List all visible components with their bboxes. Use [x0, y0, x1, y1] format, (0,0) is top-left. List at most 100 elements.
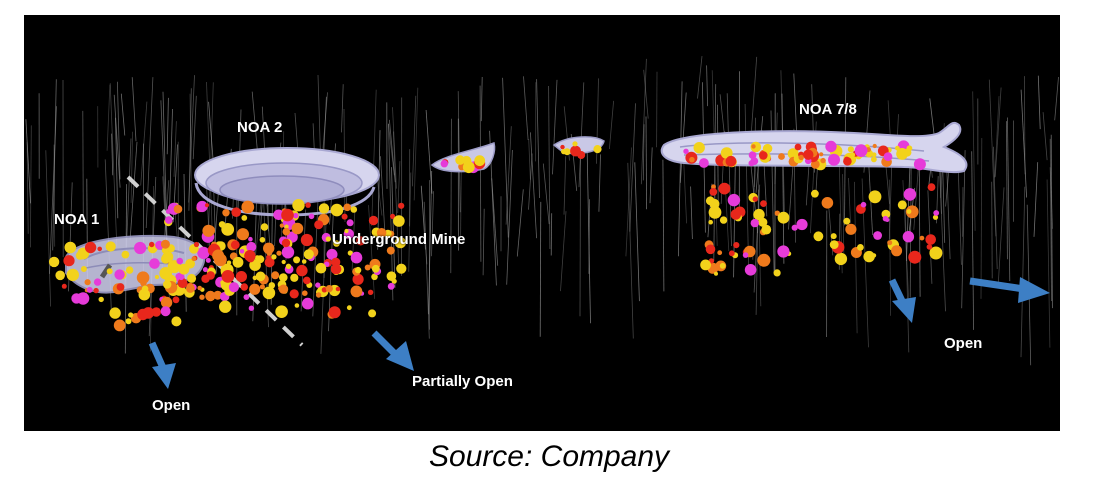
drillhole-trace — [106, 84, 111, 151]
drillhole-trace — [1049, 138, 1052, 302]
intercept-dot — [315, 262, 327, 274]
label-noa2: NOA 2 — [237, 119, 283, 136]
intercept-dot — [843, 217, 851, 225]
intercept-dot — [268, 282, 276, 289]
intercept-dot — [742, 252, 749, 258]
intercept-dot — [811, 189, 819, 198]
intercept-dot — [300, 233, 313, 247]
intercept-dot — [810, 160, 820, 169]
intercept-dot — [315, 282, 321, 288]
intercept-dot — [222, 209, 230, 217]
intercept-dot — [440, 160, 448, 168]
drillhole-trace — [45, 150, 51, 307]
drillhole-trace — [971, 151, 974, 330]
intercept-dot — [281, 208, 294, 222]
intercept-dot — [333, 240, 340, 247]
intercept-dot — [259, 284, 265, 290]
intercept-dot — [868, 190, 882, 204]
intercept-dot — [284, 224, 289, 229]
intercept-dot — [264, 257, 275, 268]
drillhole-trace — [320, 207, 327, 354]
intercept-dot — [98, 296, 104, 303]
intercept-dot — [683, 148, 689, 154]
intercept-dot — [151, 307, 161, 317]
intercept-dot — [330, 203, 344, 217]
intercept-dot — [821, 197, 834, 209]
drillhole-trace — [129, 141, 138, 241]
drillhole-trace — [753, 184, 761, 293]
intercept-dot — [292, 212, 299, 219]
drillhole-trace — [502, 77, 509, 238]
drillhole-trace — [323, 96, 327, 157]
drillhole-trace — [389, 119, 396, 183]
intercept-dot — [711, 184, 716, 190]
intercept-dot — [887, 240, 893, 246]
intercept-dot — [773, 269, 781, 277]
intercept-dot — [240, 283, 248, 291]
drillhole-trace — [642, 124, 645, 181]
drillhole-trace — [1054, 76, 1059, 121]
intercept-dot — [176, 257, 184, 265]
intercept-dot — [883, 152, 893, 162]
intercept-dot — [872, 143, 877, 149]
intercept-dot — [346, 305, 352, 311]
intercept-dot — [326, 248, 338, 260]
drillhole-trace — [548, 85, 551, 250]
intercept-dot — [376, 228, 387, 238]
drillhole-trace — [1033, 162, 1039, 237]
intercept-dot — [160, 239, 170, 249]
intercept-dot — [387, 282, 395, 290]
drillhole-trace — [1006, 121, 1008, 260]
drillhole-trace — [192, 95, 197, 160]
drillhole-trace — [460, 162, 462, 238]
intercept-dot — [61, 283, 67, 289]
intercept-dot — [235, 271, 247, 283]
drillhole-trace — [166, 97, 169, 155]
intercept-dot — [314, 220, 324, 230]
intercept-dot — [219, 243, 224, 249]
intercept-dot — [386, 246, 395, 255]
intercept-dot — [134, 241, 147, 255]
intercept-dot — [294, 303, 300, 308]
intercept-dot — [197, 285, 202, 291]
drillhole-trace — [683, 159, 687, 224]
intercept-dot — [241, 215, 248, 221]
drillhole-trace — [30, 125, 32, 248]
drillhole-trace — [904, 199, 910, 353]
drillhole-trace — [640, 58, 647, 185]
intercept-dot — [328, 306, 341, 319]
drillhole-trace — [120, 93, 126, 136]
label-partially-open: Partially Open — [412, 373, 513, 390]
intercept-dot — [708, 219, 713, 225]
drillhole-trace — [428, 170, 433, 315]
drillhole-trace — [550, 213, 553, 256]
drillhole-trace — [528, 139, 531, 180]
intercept-dot — [364, 264, 371, 271]
intercept-dot — [48, 256, 60, 268]
intercept-dot — [142, 307, 155, 319]
intercept-dot — [97, 246, 102, 252]
intercept-dot — [165, 216, 173, 224]
intercept-dot — [730, 209, 742, 220]
intercept-dot — [728, 250, 735, 257]
intercept-dot — [371, 264, 380, 273]
intercept-dot — [204, 203, 210, 208]
intercept-dot — [205, 290, 216, 302]
drillhole-trace — [627, 162, 634, 339]
drillhole-trace — [173, 121, 177, 177]
intercept-dot — [231, 207, 241, 217]
drillhole-trace — [391, 167, 396, 288]
intercept-dot — [757, 253, 771, 267]
intercept-dot — [354, 266, 362, 274]
drillhole-trace — [662, 159, 665, 292]
drillhole-trace — [697, 56, 703, 99]
intercept-dot — [727, 193, 741, 207]
intercept-dot — [700, 259, 711, 271]
drillhole-trace — [757, 163, 762, 307]
drillhole-trace — [412, 95, 417, 187]
drillhole-trace — [598, 154, 601, 212]
intercept-dot — [367, 289, 374, 295]
drillhole-trace — [480, 76, 483, 122]
intercept-dot — [76, 292, 90, 305]
intercept-dot — [593, 145, 602, 154]
